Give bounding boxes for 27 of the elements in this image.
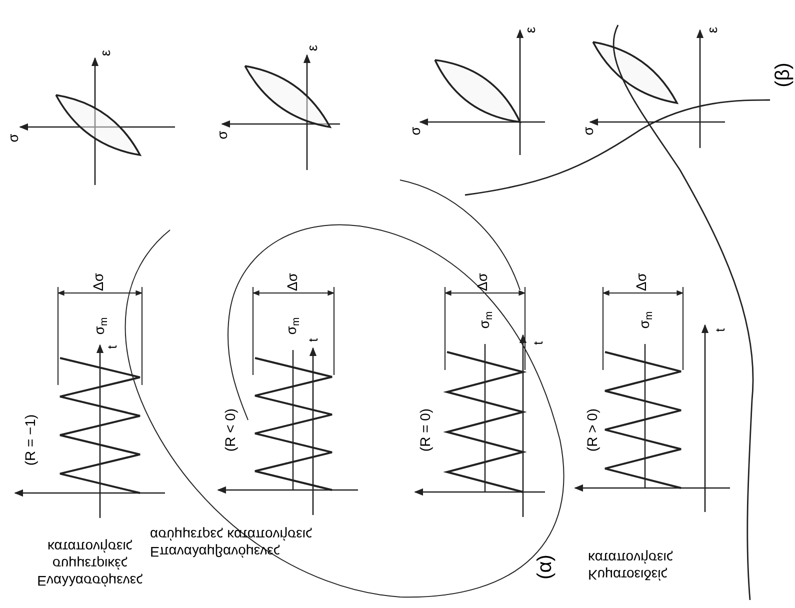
axis-label: (R > 0) xyxy=(585,408,599,452)
mirrored-caption: Κυματοειδείς xyxy=(588,568,668,582)
axis-label: Δσ xyxy=(475,273,489,291)
axis-label: (R = 0) xyxy=(418,408,432,452)
axis-label: t xyxy=(106,345,118,349)
mirrored-caption: συμμετρικές xyxy=(52,557,128,571)
axis-label: σ xyxy=(581,126,595,136)
axis-label: σ xyxy=(6,134,20,142)
axis-label: ε xyxy=(305,44,319,52)
axis-label: (R < 0) xyxy=(223,408,237,452)
mirrored-caption: καταπονήσεις xyxy=(47,540,133,554)
axis-label: σ xyxy=(408,126,422,136)
axis-label: (β) xyxy=(773,62,793,88)
axis-label: ε xyxy=(705,26,719,34)
axis-label: Δσ xyxy=(285,273,299,291)
axis-label: (R = −1) xyxy=(23,414,37,466)
mirrored-caption: καταπονήσεις xyxy=(588,551,674,565)
axis-label: σ xyxy=(215,130,229,140)
axis-label: ε xyxy=(523,26,537,34)
axis-label: Δσ xyxy=(91,273,105,291)
mirrored-caption: Εναλλασσόμενες xyxy=(37,574,143,588)
axis-label: t xyxy=(306,338,320,342)
axis-label: Δσ xyxy=(634,273,648,291)
axis-label: (α) xyxy=(535,554,555,580)
axis-label: t xyxy=(714,328,726,332)
axis-label: t xyxy=(532,341,544,345)
axis-label: ε xyxy=(98,50,112,56)
